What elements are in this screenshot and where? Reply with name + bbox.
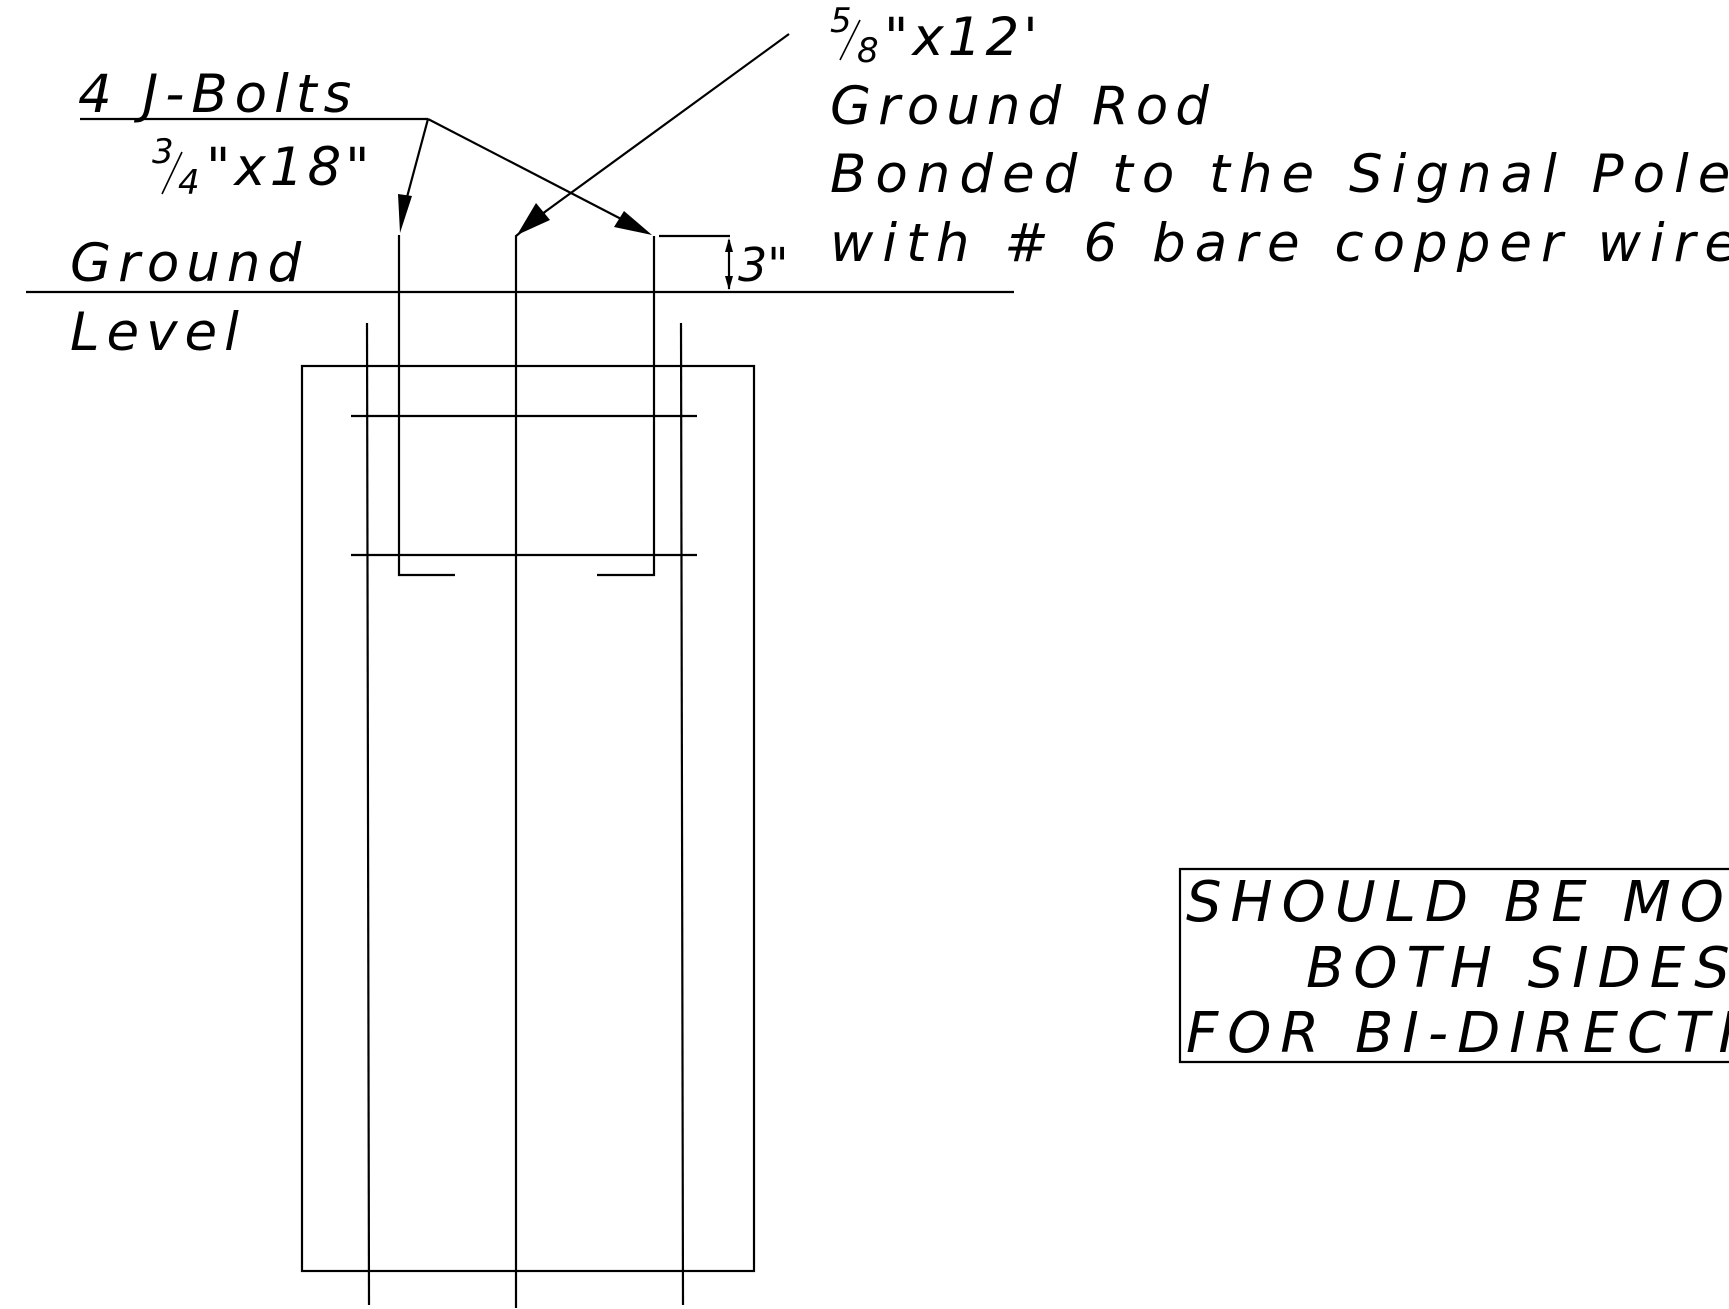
dimension-label: 3"	[738, 238, 788, 292]
note-box-line2: BOTH SIDES O	[1306, 936, 1729, 1001]
j-bolts-arrow-right-icon	[614, 211, 652, 235]
ground-rod	[514, 211, 546, 1308]
ground-level-label-line1: Ground	[70, 233, 308, 294]
ground-rod-arrow-icon	[517, 203, 550, 235]
ground-rod-label: Ground Rod	[830, 76, 1216, 137]
ground-level-label-line2: Level	[70, 302, 246, 363]
ground-rod-wire-note: with # 6 bare copper wire.	[830, 213, 1729, 274]
j-bolts-leader-right	[427, 118, 626, 222]
ground-rod-size-denominator: 8	[857, 31, 879, 71]
foundation-block	[300, 364, 756, 1273]
note-box-border	[1178, 867, 1729, 1064]
ground-rod-bond-note: Bonded to the Signal Pole	[830, 144, 1729, 205]
dimension-arrow-up-icon	[725, 238, 733, 252]
ground-rod-fraction-bar	[839, 19, 861, 61]
rebar-right	[679, 322, 685, 1306]
j-bolts-size-numerator: 3	[152, 132, 174, 172]
ground-rod-leader	[541, 33, 790, 215]
note-box-line3: FOR BI-DIRECTION	[1186, 1001, 1729, 1066]
ground-rod-size-rest: "x12'	[884, 7, 1042, 68]
j-bolts-size-rest: "x18"	[206, 137, 374, 198]
j-bolts-size-denominator: 4	[178, 163, 200, 203]
j-bolt-left	[397, 235, 455, 577]
j-bolts-quantity-label: 4 J-Bolts	[78, 64, 358, 125]
j-bolt-right	[597, 236, 656, 577]
j-bolts-fraction-bar	[161, 151, 183, 195]
rebar-left	[365, 322, 371, 1306]
ground-rod-size-numerator: 5	[830, 1, 852, 41]
note-box-line1: SHOULD BE MOUN	[1186, 870, 1729, 935]
j-bolts-arrow-left-icon	[398, 194, 412, 233]
dimension-arrow-down-icon	[725, 276, 733, 290]
